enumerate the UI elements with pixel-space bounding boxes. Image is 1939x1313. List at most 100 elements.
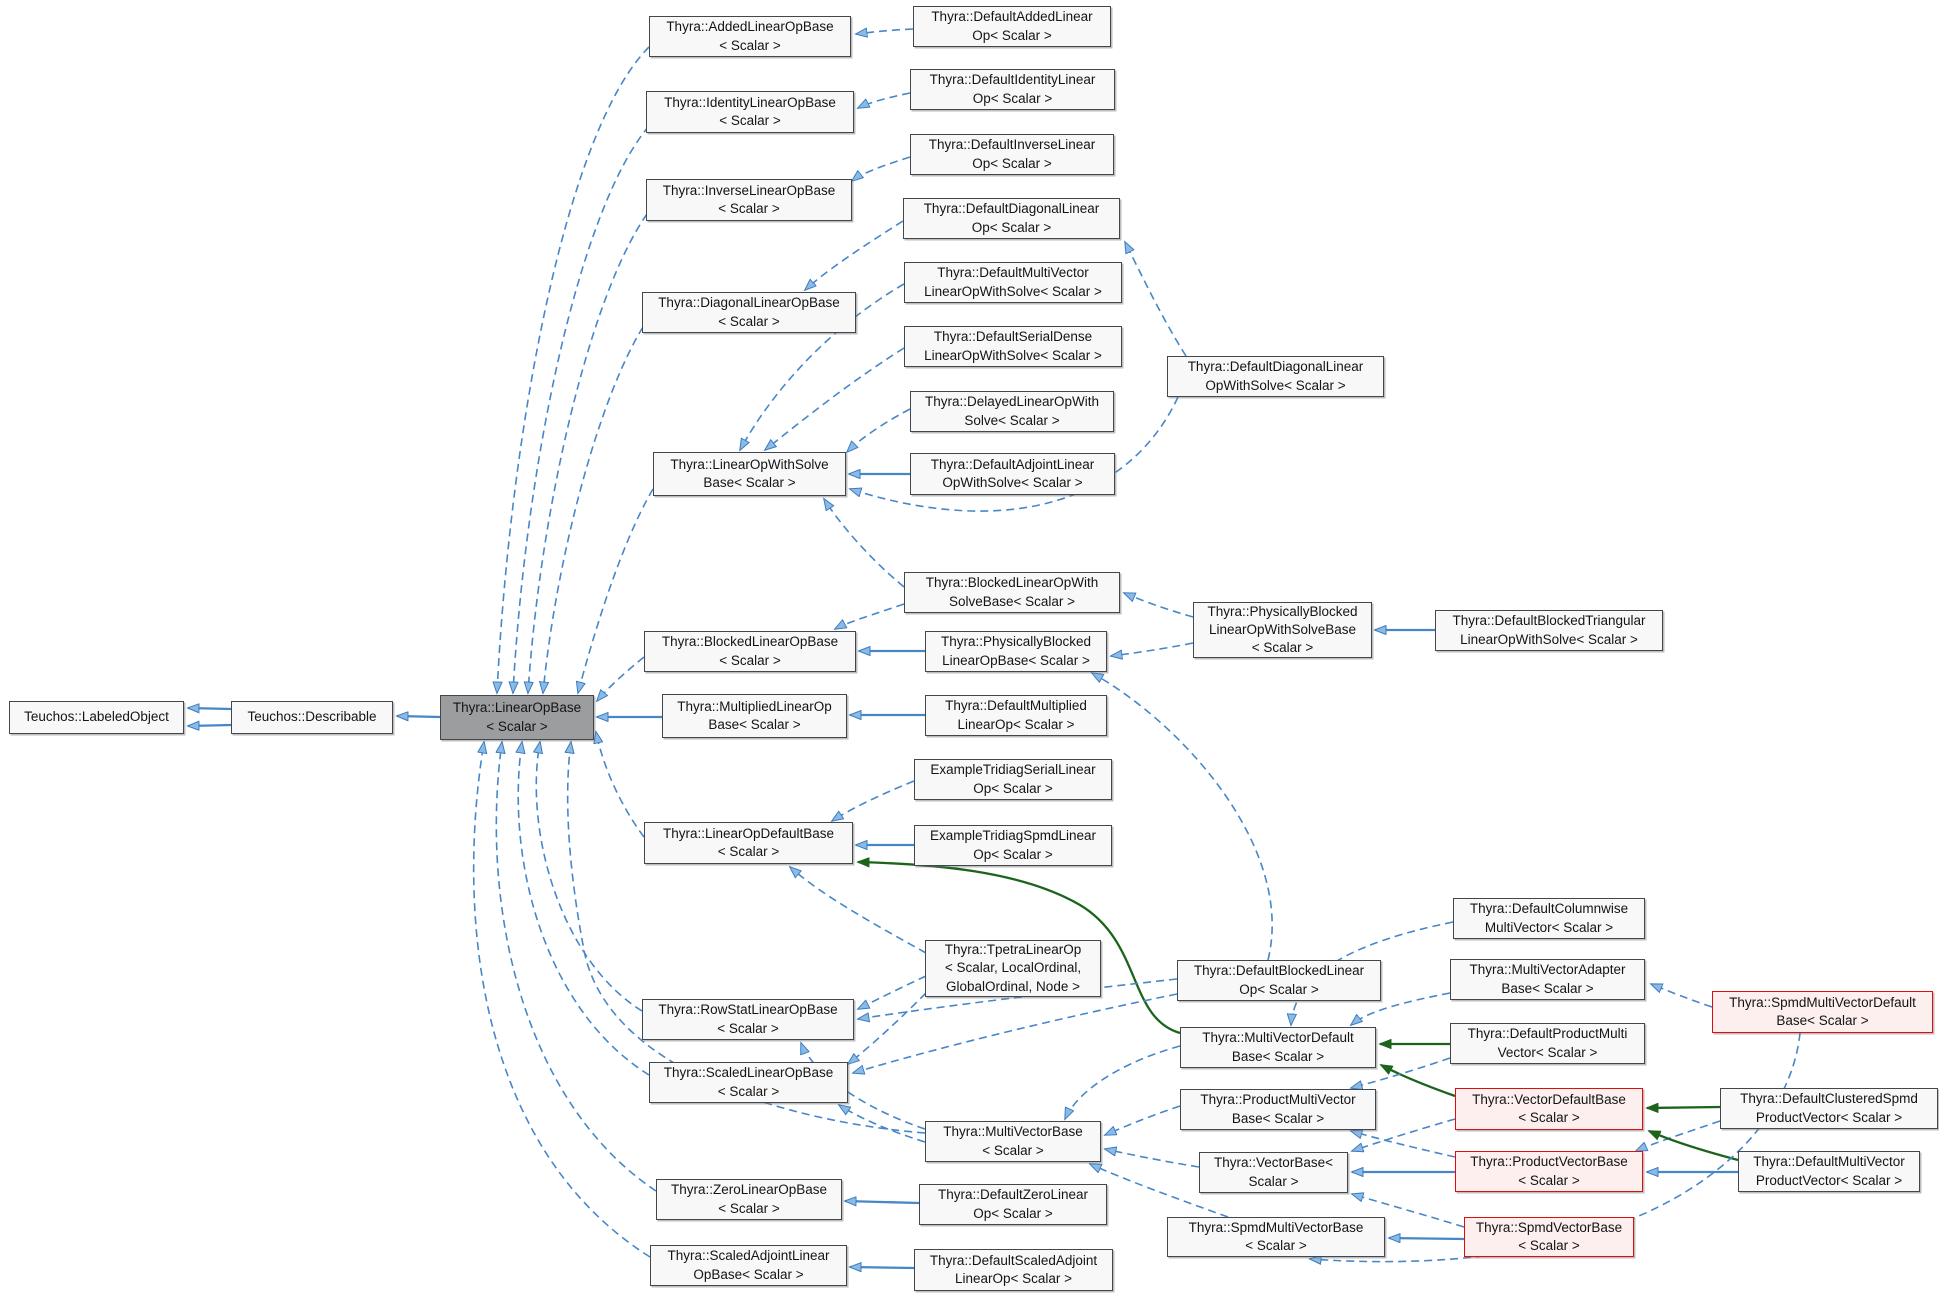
edge-vdb-to-mvdb [1381, 1063, 1456, 1098]
node-defInverse-label-line: Thyra::DefaultInverseLinear [928, 137, 1096, 153]
node-pvb[interactable]: Thyra::ProductVectorBase< Scalar > [1455, 1151, 1643, 1192]
node-tpetra-label-line: < Scalar, LocalOrdinal, [944, 960, 1082, 976]
node-lodb-label-line: Thyra::LinearOpDefaultBase [662, 825, 835, 841]
node-mvdb-label-line: Thyra::MultiVectorDefault [1202, 1030, 1354, 1046]
node-physBlockedLOB-label-line: Thyra::PhysicallyBlocked [940, 634, 1092, 650]
node-spmdMVDB-label-line: Thyra::SpmdMultiVectorDefault [1729, 994, 1916, 1010]
node-describable[interactable]: Teuchos::Describable [231, 701, 393, 734]
node-spmdMVB[interactable]: Thyra::SpmdMultiVectorBase< Scalar > [1167, 1217, 1385, 1257]
node-vb[interactable]: Thyra::VectorBase<Scalar > [1199, 1152, 1348, 1193]
node-defClustered-label-line: Thyra::DefaultClusteredSpmd [1740, 1091, 1918, 1107]
node-defZero-label-line: Thyra::DefaultZeroLinear [937, 1187, 1089, 1203]
node-zero[interactable]: Thyra::ZeroLinearOpBase< Scalar > [656, 1179, 842, 1220]
node-identity[interactable]: Thyra::IdentityLinearOpBase< Scalar > [646, 91, 854, 133]
edge-defScaledAdj-to-scaledAdj [850, 1267, 915, 1268]
node-productMVB-label-line: Thyra::ProductMultiVector [1200, 1092, 1356, 1108]
node-delayed-label-line: Thyra::DelayedLinearOpWith [924, 394, 1100, 410]
node-zero-label-line: Thyra::ZeroLinearOpBase [670, 1182, 828, 1198]
node-mvb[interactable]: Thyra::MultiVectorBase< Scalar > [925, 1121, 1101, 1162]
node-defColumnwise-label-line: Thyra::DefaultColumnwise [1469, 901, 1629, 917]
edge-defDiagLOWS-to-defDiagonal [1125, 242, 1187, 357]
node-scaled[interactable]: Thyra::ScaledLinearOpBase< Scalar > [649, 1062, 848, 1103]
node-labeled-label-line: Teuchos::LabeledObject [24, 709, 169, 725]
edge-spmdMVDB-to-mvAdapter [1651, 983, 1713, 1008]
node-describable-label-line: Teuchos::Describable [247, 709, 377, 725]
node-defMVPV-label-line: Thyra::DefaultMultiVector [1753, 1154, 1905, 1170]
edge-tpetra-to-scaled [848, 992, 927, 1064]
node-multiplied-label-line: Thyra::MultipliedLinearOp [677, 698, 832, 714]
edge-mvb-to-linearOpBase [568, 742, 926, 1134]
node-spmdVB[interactable]: Thyra::SpmdVectorBase< Scalar > [1464, 1217, 1634, 1257]
node-defAdded-label-line: Op< Scalar > [972, 27, 1052, 43]
node-inverse[interactable]: Thyra::InverseLinearOpBase< Scalar > [646, 179, 852, 221]
edge-physBlockedLOWSB-to-blockedLOWS [1124, 592, 1194, 618]
node-linearOpBase: Thyra::LinearOpBase< Scalar > [440, 695, 594, 740]
node-defDiagLOWS-label-line: Thyra::DefaultDiagonalLinear [1187, 359, 1364, 375]
node-defScaledAdj-label-line: Thyra::DefaultScaledAdjoint [929, 1252, 1098, 1268]
node-defSerialDense-label-line: Thyra::DefaultSerialDense [933, 329, 1093, 345]
edge-scaledAdj-to-linearOpBase [472, 742, 651, 1258]
node-rowStat[interactable]: Thyra::RowStatLinearOpBase< Scalar > [642, 999, 854, 1040]
node-defBlockedTri-label-line: LinearOpWithSolve< Scalar > [1460, 631, 1638, 647]
node-tpetra[interactable]: Thyra::TpetraLinearOp< Scalar, LocalOrdi… [925, 940, 1101, 997]
edge-defClustered-to-pvb [1636, 1120, 1721, 1151]
edge-exSerial-to-lodb [832, 780, 915, 821]
node-lodb[interactable]: Thyra::LinearOpDefaultBase< Scalar > [644, 822, 853, 864]
edge-pvb-to-productMVB [1351, 1131, 1456, 1158]
edge-defMVPV-to-vdb [1649, 1129, 1739, 1162]
edge-blockedLOB-to-linearOpBase [597, 656, 645, 701]
node-defSerialDense-label-line: LinearOpWithSolve< Scalar > [924, 347, 1102, 363]
node-pvb-label-line: Thyra::ProductVectorBase [1470, 1154, 1628, 1170]
node-inverse-label-line: Thyra::InverseLinearOpBase [662, 182, 836, 198]
node-vb-label-line: Scalar > [1248, 1173, 1299, 1189]
node-added[interactable]: Thyra::AddedLinearOpBase< Scalar > [649, 16, 851, 57]
node-blockedLOB[interactable]: Thyra::BlockedLinearOpBase< Scalar > [644, 631, 856, 672]
node-diagonal[interactable]: Thyra::DiagonalLinearOpBase< Scalar > [642, 292, 856, 333]
node-labeled[interactable]: Teuchos::LabeledObject [9, 701, 184, 734]
edge-productMVB-to-mvb [1105, 1105, 1181, 1135]
node-vdb-label-line: Thyra::VectorDefaultBase [1472, 1091, 1626, 1107]
node-blockedLOWS-label-line: Thyra::BlockedLinearOpWith [925, 575, 1099, 591]
node-defInverse-label-line: Op< Scalar > [972, 155, 1052, 171]
node-diagonal-label-line: Thyra::DiagonalLinearOpBase [658, 295, 840, 311]
node-identity-label-line: < Scalar > [719, 113, 781, 128]
node-lows-label-line: Base< Scalar > [703, 475, 796, 490]
node-defDiagonal-label-line: Thyra::DefaultDiagonalLinear [923, 201, 1100, 217]
node-scaledAdj-label-line: OpBase< Scalar > [693, 1266, 804, 1282]
node-vdb-label-line: < Scalar > [1518, 1110, 1580, 1125]
node-mvb-label-line: < Scalar > [982, 1142, 1044, 1158]
node-vdb[interactable]: Thyra::VectorDefaultBase< Scalar > [1455, 1088, 1643, 1130]
node-defColumnwise-label-line: MultiVector< Scalar > [1484, 919, 1614, 935]
